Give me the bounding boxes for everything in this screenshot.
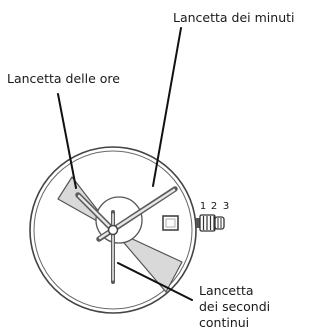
crown <box>196 214 225 232</box>
seconds-hand-label-line-2: dei secondi <box>199 299 270 314</box>
hour-hand-stem-inner <box>77 194 114 231</box>
crown-knob <box>214 216 225 230</box>
minute-hand-label: Lancetta dei minuti <box>173 10 294 25</box>
seconds-hand-label-line-1: Lancetta <box>199 283 254 298</box>
hour-hand-leader <box>57 93 77 189</box>
crown-position-1: 1 <box>200 201 206 212</box>
seconds-hand-label-line-3: continui <box>199 315 249 330</box>
minute-hand-leader <box>152 27 182 187</box>
crown-position-2: 2 <box>211 201 217 212</box>
seconds-hand-leader <box>117 262 193 301</box>
date-window <box>162 215 179 231</box>
crown-stem <box>196 218 200 228</box>
date-window-inner <box>165 218 176 228</box>
hour-hand-label: Lancetta delle ore <box>7 71 120 86</box>
crown-position-3: 3 <box>223 201 229 212</box>
hour-hand-counterweight <box>112 229 183 293</box>
center-pin <box>107 224 119 236</box>
